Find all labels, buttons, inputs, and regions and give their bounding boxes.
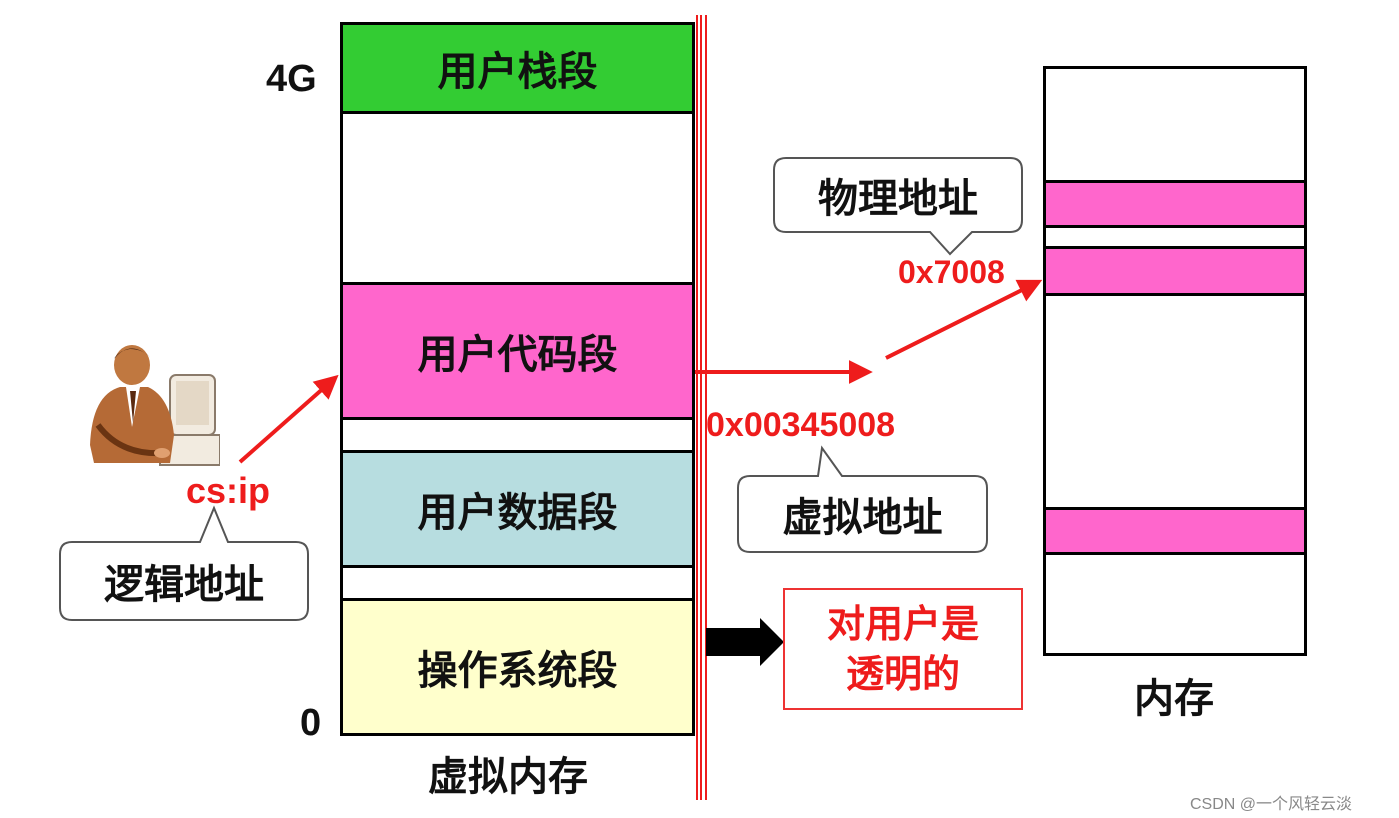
memory-block-3 bbox=[1043, 507, 1307, 555]
label-4g: 4G bbox=[266, 58, 317, 100]
label-zero: 0 bbox=[300, 702, 322, 744]
physical-memory bbox=[1043, 66, 1307, 656]
physical-callout-bubble bbox=[773, 157, 1023, 256]
segment-user-code: 用户代码段 bbox=[340, 282, 695, 420]
user-at-computer-icon bbox=[90, 345, 220, 466]
transparent-note-line1: 对用户是 bbox=[826, 602, 979, 646]
memory-caption: 内存 bbox=[1134, 676, 1214, 722]
logical-callout-text: 逻辑地址 bbox=[104, 562, 264, 608]
virtual-callout-bubble bbox=[737, 445, 988, 553]
logical-address-value: cs:ip bbox=[186, 470, 271, 511]
transparent-note-line2: 透明的 bbox=[845, 652, 960, 696]
segment-user-data: 用户数据段 bbox=[340, 450, 695, 568]
physical-address-value: 0x7008 bbox=[898, 254, 1005, 290]
logical-callout-bubble bbox=[59, 505, 309, 621]
virtual-memory-caption: 虚拟内存 bbox=[428, 754, 588, 800]
physical-callout-text: 物理地址 bbox=[818, 176, 978, 222]
virtual-callout-text: 虚拟地址 bbox=[782, 495, 943, 541]
logical-to-virtual-arrow bbox=[238, 374, 339, 464]
virtual-address-value: 0x00345008 bbox=[706, 406, 896, 444]
segment-user-stack: 用户栈段 bbox=[340, 22, 695, 114]
watermark: CSDN @一个风轻云淡 bbox=[1190, 796, 1353, 813]
segment-gap-1 bbox=[340, 417, 695, 453]
transparent-note: 对用户是 透明的 bbox=[783, 588, 1023, 710]
transparent-arrow bbox=[706, 618, 784, 666]
segment-empty-top bbox=[340, 111, 695, 285]
segment-os: 操作系统段 bbox=[340, 598, 695, 736]
memory-block-2 bbox=[1043, 246, 1307, 296]
segment-gap-2 bbox=[340, 565, 695, 601]
mmu-to-physical-arrow bbox=[885, 279, 1043, 360]
divider-lines bbox=[696, 15, 707, 800]
memory-block-1 bbox=[1043, 180, 1307, 228]
